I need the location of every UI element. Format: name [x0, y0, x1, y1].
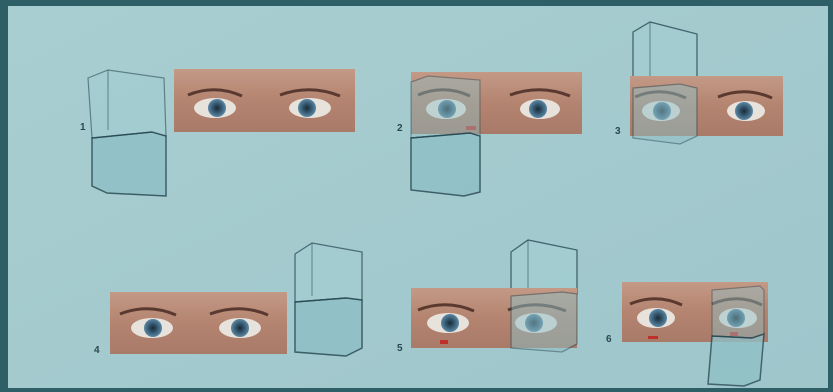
eye-photo: [174, 69, 355, 132]
iris: [735, 102, 753, 120]
panel-label: 5: [397, 343, 403, 354]
cube-stack: [88, 70, 166, 196]
panel-label: 1: [80, 122, 86, 133]
iris: [529, 100, 547, 118]
iris: [231, 319, 249, 337]
iris: [441, 314, 459, 332]
marker: [648, 336, 658, 339]
panel-label: 2: [397, 123, 403, 134]
cube-stack: [708, 286, 764, 386]
panel-label: 4: [94, 345, 100, 356]
panel-label: 6: [606, 334, 612, 345]
cube-stack: [411, 76, 480, 196]
cube-overlay: [511, 292, 577, 352]
cube-overlay: [633, 84, 697, 144]
iris: [298, 99, 316, 117]
iris: [208, 99, 226, 117]
iris: [144, 319, 162, 337]
marker: [440, 340, 448, 344]
iris: [649, 309, 667, 327]
panel-label: 3: [615, 126, 621, 137]
cube-stack: [511, 240, 577, 296]
cube-stack: [295, 243, 362, 356]
eye-photo: [110, 292, 287, 354]
